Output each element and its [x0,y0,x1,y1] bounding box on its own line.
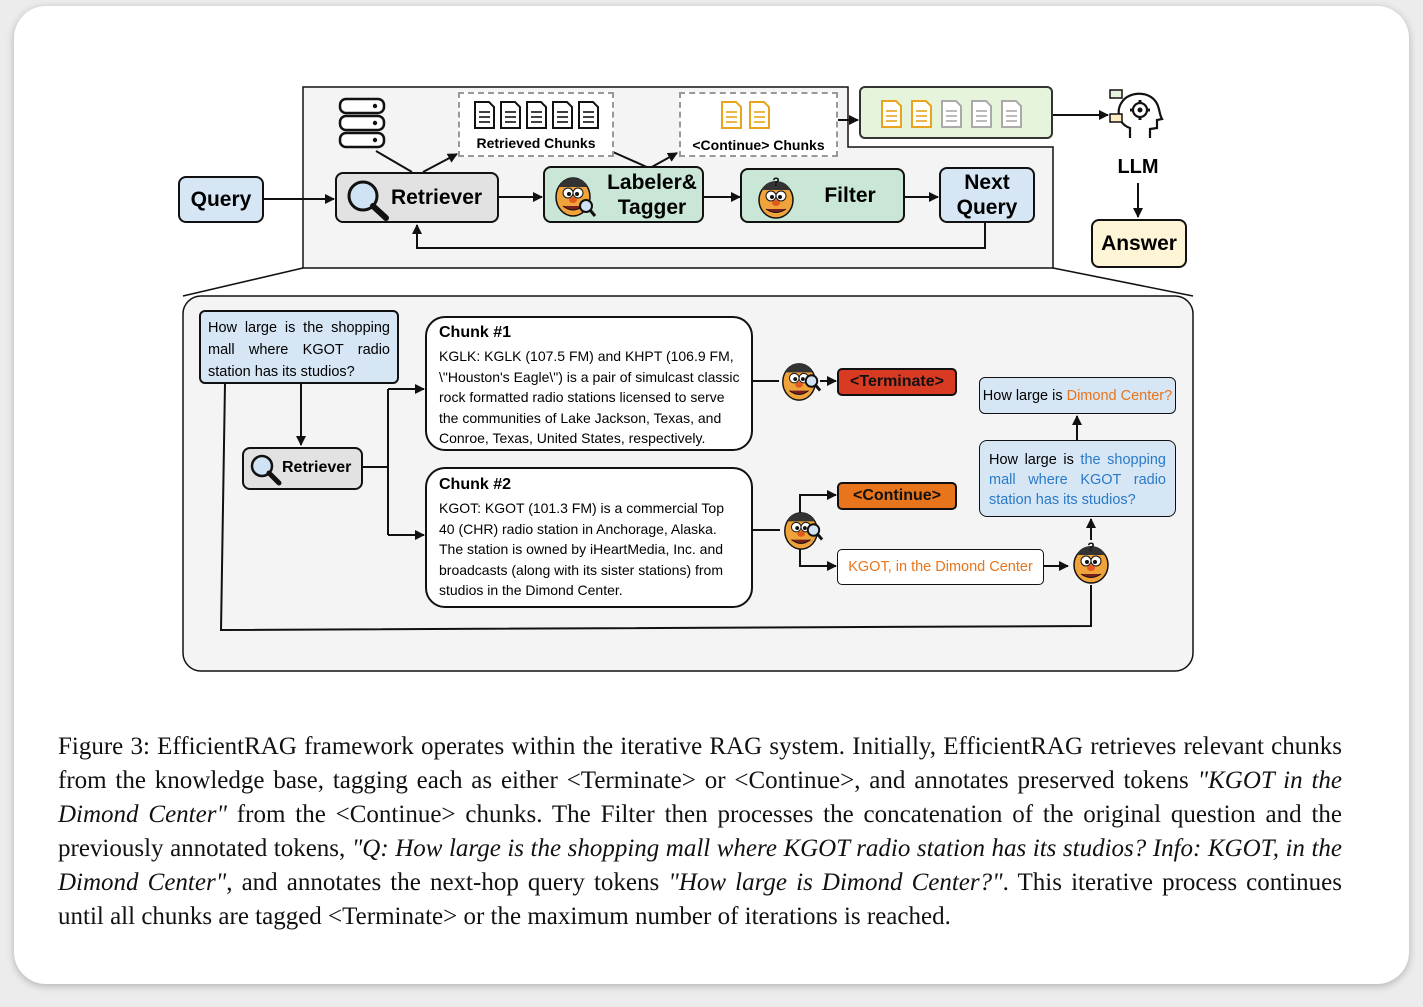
next-query-line1: Next [964,171,1010,194]
answer-node: Answer [1091,219,1187,268]
chunk2-box: Chunk #2 KGOT: KGOT (101.3 FM) is a comm… [425,467,753,608]
query-node: Query [178,176,264,223]
llm-input-docs-box [859,86,1053,139]
bert-face-icon: ? [758,175,794,219]
caption-part1: Figure 3: EfficientRAG framework operate… [58,733,1342,794]
question-box: How large is the shopping mall where KGO… [199,310,399,384]
continue-chunks-label: <Continue> Chunks [692,137,825,153]
next-query-box: How large is Dimond Center? [979,377,1176,414]
document-icon [881,100,1022,128]
continue-tag: <Continue> [837,482,957,510]
bert-face-icon: ? [1073,540,1109,584]
svg-text:?: ? [1087,540,1094,554]
chunk1-text: KGLK: KGLK (107.5 FM) and KHPT (106.9 FM… [439,348,740,447]
retriever-detail-node: Retriever [242,447,363,490]
next-query-prefix: How large is [982,387,1067,404]
next-query-line2: Query [956,196,1018,219]
retrieved-chunks-label: Retrieved Chunks [476,135,596,151]
chunk2-text: KGOT: KGOT (101.3 FM) is a commercial To… [439,500,725,599]
caption-part4: . This iterative process continues until… [58,869,1342,930]
retriever-label: Retriever [391,186,483,209]
document-icon [721,101,770,129]
caption-part3: , and annotates the next-hop query token… [226,869,669,896]
filtered-query-highlight: the shopping mall where KGOT radio stati… [989,452,1166,508]
filtered-query-prefix: How large is [989,452,1081,468]
next-query-highlight: Dimond Center? [1066,387,1173,404]
database-icon [338,97,386,149]
labeler-label-line2: Tagger [617,196,687,219]
bert-face-icon [782,363,822,401]
retriever-node: Retriever [335,172,499,223]
labeler-label-line1: Labeler& [607,171,697,194]
caption-italic2: "Q: How large is the shopping mall where… [58,835,1342,896]
labeler-tagger-node: Labeler& Tagger [543,166,704,223]
filter-label: Filter [824,184,876,207]
llm-label: LLM [1117,156,1159,178]
bert-face-icon [555,177,597,217]
svg-text:?: ? [772,175,779,189]
figure-caption: Figure 3: EfficientRAG framework operate… [58,730,1342,934]
retrieved-chunks-box: Retrieved Chunks [458,92,614,157]
llm-head-icon [1109,89,1164,138]
caption-italic1: "KGOT in the Dimond Center" [58,767,1342,828]
filter-node: ? Filter [740,168,905,223]
next-query-node: Next Query [939,167,1035,223]
preserved-tokens-box: KGOT, in the Dimond Center [837,549,1044,585]
labeler-tagger-label: Labeler& Tagger [601,170,703,220]
caption-italic3: "How large is Dimond Center?" [668,869,1003,896]
magnifier-icon [250,454,282,486]
chunk1-title: Chunk #1 [439,324,512,341]
magnifier-icon [347,180,389,221]
caption-part2: from the <Continue> chunks. The Filter t… [58,801,1342,862]
chunk1-box: Chunk #1 KGLK: KGLK (107.5 FM) and KHPT … [425,316,753,451]
document-icon [474,101,599,129]
chunk2-title: Chunk #2 [439,476,512,493]
terminate-tag: <Terminate> [837,368,957,396]
bert-face-icon [784,512,824,550]
filtered-query-box: How large is the shopping mall where KGO… [979,440,1176,517]
continue-chunks-box: <Continue> Chunks [679,92,838,157]
retriever-detail-label: Retriever [282,459,352,476]
